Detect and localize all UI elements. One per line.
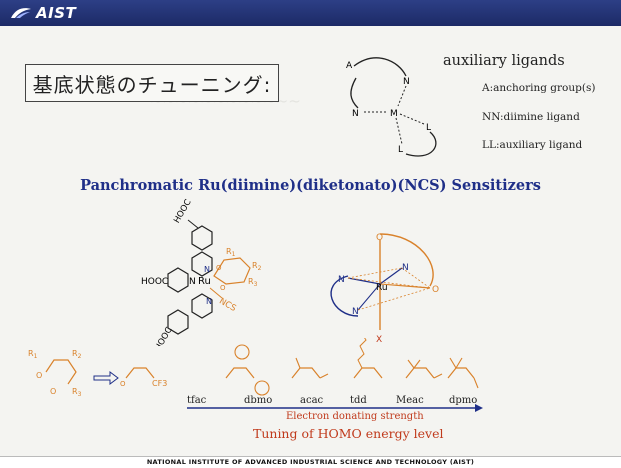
ru-complex-structure: HOOC HOOC N Ru N N HOOC R1 R2 R3 O O NCS [141,198,262,346]
r1-label: R1 [226,247,236,258]
ligand-acac: acac [300,395,324,406]
ru-center: Ru [198,276,211,287]
tfac-o: O [120,380,126,388]
donating-arrow [187,404,483,412]
ru-oct: Ru [376,283,388,293]
generic-complex-diagram: A N N M L L [346,57,437,157]
r2-label: R2 [252,261,262,272]
o-upper: O [216,264,222,272]
o-right: O [432,285,439,295]
label-n-left: N [352,109,359,119]
ligand-dpmo: dpmo [449,395,478,406]
ligand-dbmo: dbmo [244,395,273,406]
ligand-tfac: tfac [187,395,207,406]
gen-r2: R2 [72,349,82,360]
n-center: N [189,277,196,287]
gen-o2: O [50,387,56,396]
aist-swoosh-icon [11,8,31,18]
n-upper: N [204,265,210,274]
label-m: M [390,109,398,119]
n-bottom: N [352,307,359,317]
electron-donating-label: Electron donating strength [286,411,424,422]
footer-text: NATIONAL INSTITUTE OF ADVANCED INDUSTRIA… [146,458,475,466]
aux-item-anchoring: A:anchoring group(s) [482,82,596,94]
footer: NATIONAL INSTITUTE OF ADVANCED INDUSTRIA… [0,456,621,468]
hooc-left: HOOC [141,277,168,287]
r3-label: R3 [248,277,258,288]
cf3-label: CF3 [152,379,167,388]
ligand-tdd: tdd [350,395,367,406]
aux-item-diimine: NN:diimine ligand [482,111,580,123]
label-n-top: N [403,77,410,87]
n-left-oct: N [338,275,345,285]
gen-r3: R3 [72,387,82,398]
label-l-right: L [426,123,431,133]
label-l-bottom: L [398,145,403,155]
label-a: A [346,61,353,71]
gen-o1: O [36,371,42,380]
auxiliary-heading: auxiliary ligands [443,53,565,69]
aux-item-auxiliary: LL:auxiliary ligand [482,139,583,151]
octahedral-ru-diagram: O N N Ru O N X [330,233,439,345]
hooc-top: HOOC [172,198,194,225]
logo-text: AIST [36,4,77,22]
n-right: N [402,263,409,273]
slide-title: 基底状態のチューニング: [25,64,279,102]
x-label: X [376,335,382,345]
n-lower: N [206,297,212,306]
o-top: O [376,233,383,243]
header-bar: AIST [0,0,621,26]
panchromatic-title: Panchromatic Ru(diimine)(diketonato)(NCS… [80,177,541,194]
o-lower: O [220,284,226,292]
ligand-meac: Meac [396,395,424,406]
gen-r1: R1 [28,349,38,360]
ligand-row: R1 R2 R3 O O O CF3 [28,338,479,398]
aist-logo: AIST [10,4,76,22]
ncs-label: NCS [217,296,237,314]
tuning-label: Tuning of HOMO energy level [253,426,444,441]
